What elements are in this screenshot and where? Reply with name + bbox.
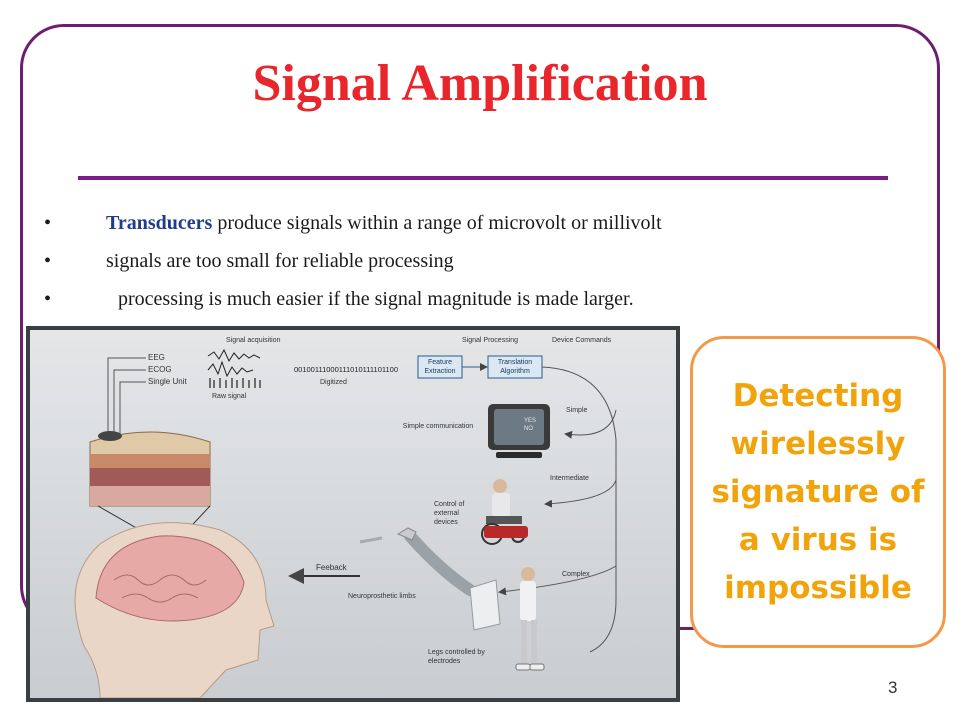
title-underline [78, 176, 888, 180]
label-legs: Legs controlled by electrodes [428, 649, 485, 665]
label-raw-signal: Raw signal [212, 393, 247, 400]
arrow-simple [564, 409, 617, 439]
label-control-external: Control of external devices [434, 501, 465, 526]
bullet-text: processing is much easier if the signal … [118, 288, 634, 310]
label-intermediate: Intermediate [550, 475, 589, 482]
tv-no-label: NO [524, 426, 533, 432]
bullet-item: • signals are too small for reliable pro… [40, 243, 920, 281]
head-brain-illustration [74, 522, 275, 698]
bullet-body: produce signals within a range of microv… [212, 212, 662, 234]
bullet-emphasis: Transducers [106, 212, 213, 234]
callout-text: Detecting wirelessly signature of a viru… [711, 378, 925, 606]
bullet-text: Transducers produce signals within a ran… [106, 205, 662, 241]
waveform-single-unit [209, 378, 261, 388]
waveform-eeg [207, 348, 261, 363]
tv-yes-label: YES [524, 418, 536, 424]
label-ecog: ECOG [148, 365, 172, 374]
label-simple-communication: Simple communication [402, 423, 474, 430]
label-translation-algorithm: Translation Algorithm [497, 359, 533, 375]
bullet-marker: • [44, 288, 52, 310]
arrow-complex [498, 565, 617, 596]
walking-legs-illustration [515, 567, 545, 671]
wire-eeg [107, 357, 146, 434]
wire-ecog [113, 369, 146, 434]
label-bits: 00100111000111010111101100 [294, 365, 398, 374]
slide-title: Signal Amplification [252, 55, 708, 112]
bullet-marker: • [44, 250, 52, 272]
wheelchair-user-illustration [481, 479, 528, 545]
label-signal-processing: Signal Processing [462, 337, 518, 344]
cortex-block-illustration [89, 431, 211, 507]
label-feature-extraction: Feature Extraction [424, 359, 456, 375]
label-simple: Simple [566, 407, 588, 414]
callout-box: Detecting wirelessly signature of a viru… [690, 336, 946, 648]
page-number: 3 [888, 678, 898, 697]
bullet-item: • Transducers produce signals within a r… [40, 205, 920, 243]
label-digitized: Digitized [320, 379, 347, 386]
label-neuroprosthetic: Neuroprosthetic limbs [348, 593, 416, 600]
arrow-intermediate [544, 479, 617, 508]
label-eeg: EEG [148, 353, 165, 362]
bullet-list: • Transducers produce signals within a r… [40, 205, 920, 319]
tv-monitor: YES NO [488, 404, 550, 458]
command-line [541, 366, 617, 653]
bullet-item: • processing is much easier if the signa… [40, 281, 920, 319]
label-single-unit: Single Unit [148, 377, 187, 386]
label-complex: Complex [562, 571, 590, 578]
label-signal-acquisition: Signal acquisition [226, 337, 281, 344]
prosthetic-arm-illustration [359, 527, 501, 631]
bullet-marker: • [44, 212, 52, 234]
waveform-ecog [207, 360, 254, 378]
bci-diagram-svg: Signal acquisition Signal Processing Dev… [30, 330, 676, 698]
wire-single-unit [119, 381, 146, 434]
label-feedback: Feeback [316, 563, 348, 572]
bci-diagram: Signal acquisition Signal Processing Dev… [26, 326, 680, 702]
bullet-text: signals are too small for reliable proce… [106, 250, 454, 272]
label-device-commands: Device Commands [552, 337, 612, 344]
